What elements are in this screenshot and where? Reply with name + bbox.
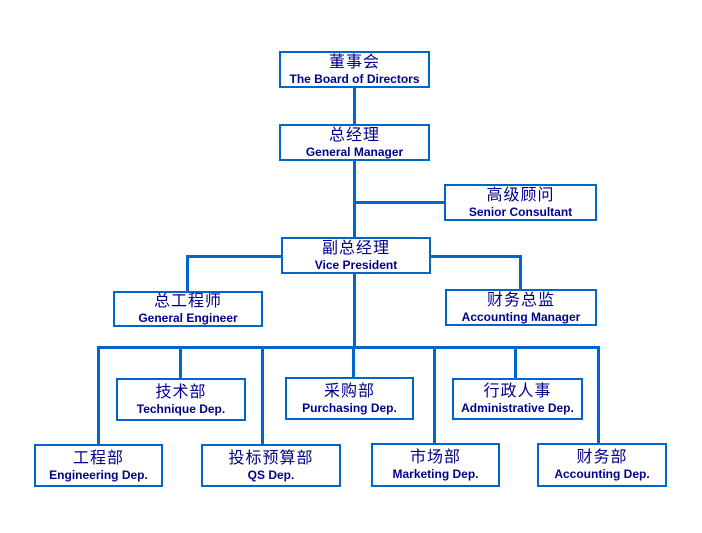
connector-board-to-general-manager xyxy=(353,88,356,124)
node-label-en: The Board of Directors xyxy=(289,71,420,86)
node-label-en: Senior Consultant xyxy=(468,204,573,219)
connector-drop-engineering-dep xyxy=(97,346,100,444)
org-node-administrative-dep: 行政人事 Administrative Dep. xyxy=(452,378,583,420)
node-label-zh: 采购部 xyxy=(323,382,375,400)
node-label-en: Marketing Dep. xyxy=(392,467,479,481)
connector-vice-president-right-arm xyxy=(431,255,521,258)
connector-general-manager-to-vice-president xyxy=(353,161,356,237)
connector-drop-accounting-dep xyxy=(597,346,600,443)
connector-drop-qs-dep xyxy=(261,346,264,444)
node-label-zh: 总经理 xyxy=(328,126,380,144)
org-node-accounting-dep: 财务部 Accounting Dep. xyxy=(537,443,667,487)
org-node-qs-dep: 投标预算部 QS Dep. xyxy=(201,444,341,487)
node-label-zh: 投标预算部 xyxy=(228,449,314,467)
connector-trunk-to-senior-consultant xyxy=(355,201,444,204)
org-node-general-manager: 总经理 General Manager xyxy=(279,124,430,161)
org-node-marketing-dep: 市场部 Marketing Dep. xyxy=(371,443,500,487)
connector-drop-purchasing-dep xyxy=(352,346,355,377)
node-label-zh: 技术部 xyxy=(155,383,207,401)
connector-drop-general-engineer xyxy=(186,255,189,291)
node-label-en: Technique Dep. xyxy=(136,401,226,416)
connector-drop-technique-dep xyxy=(179,346,182,378)
org-node-technique-dep: 技术部 Technique Dep. xyxy=(116,378,246,421)
node-label-en: Administrative Dep. xyxy=(461,401,574,415)
connector-drop-administrative-dep xyxy=(514,346,517,378)
node-label-zh: 副总经理 xyxy=(321,239,390,257)
org-node-general-engineer: 总工程师 General Engineer xyxy=(113,291,263,327)
connector-drop-marketing-dep xyxy=(433,346,436,443)
node-label-zh: 总工程师 xyxy=(153,293,222,310)
org-node-board-of-directors: 董事会 The Board of Directors xyxy=(279,51,430,88)
node-label-zh: 行政人事 xyxy=(483,383,552,400)
org-node-purchasing-dep: 采购部 Purchasing Dep. xyxy=(285,377,414,420)
org-node-senior-consultant: 高级顾问 Senior Consultant xyxy=(444,184,597,221)
node-label-en: Purchasing Dep. xyxy=(302,400,397,415)
node-label-zh: 工程部 xyxy=(72,449,124,467)
node-label-en: General Manager xyxy=(305,144,404,159)
node-label-zh: 财务部 xyxy=(576,449,628,466)
connector-vice-president-left-arm xyxy=(186,255,281,258)
connector-drop-accounting-manager xyxy=(519,255,522,289)
node-label-zh: 董事会 xyxy=(328,53,380,71)
node-label-en: Accounting Dep. xyxy=(554,467,650,481)
node-label-en: Engineering Dep. xyxy=(49,467,148,482)
node-label-zh: 高级顾问 xyxy=(486,186,555,204)
connector-department-bus xyxy=(97,346,600,349)
node-label-en: Accounting Manager xyxy=(461,309,581,324)
node-label-en: Vice President xyxy=(314,257,398,272)
node-label-zh: 市场部 xyxy=(409,449,461,466)
org-node-vice-president: 副总经理 Vice President xyxy=(281,237,431,274)
node-label-en: General Engineer xyxy=(138,311,238,325)
node-label-zh: 财务总监 xyxy=(486,291,555,309)
connector-vice-president-dept-trunk xyxy=(353,274,356,346)
org-node-accounting-manager: 财务总监 Accounting Manager xyxy=(445,289,597,326)
node-label-en: QS Dep. xyxy=(247,467,295,482)
org-node-engineering-dep: 工程部 Engineering Dep. xyxy=(34,444,163,487)
